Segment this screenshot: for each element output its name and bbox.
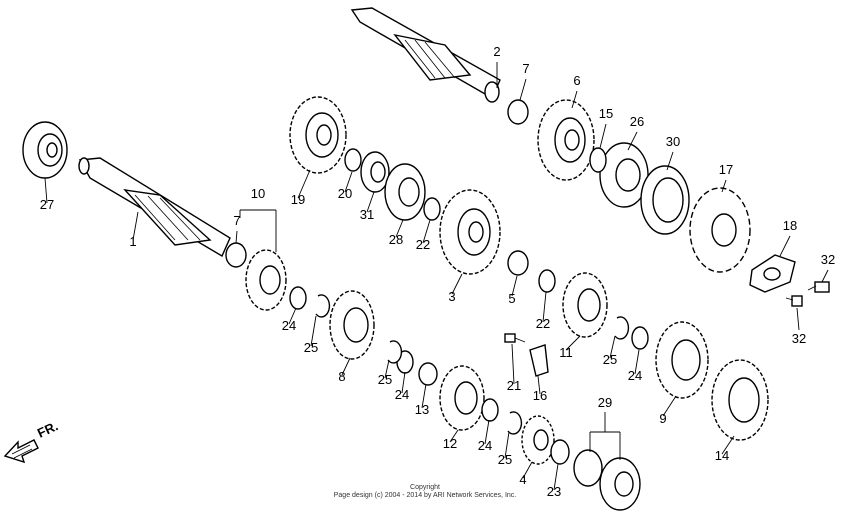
gear-4[interactable] <box>521 415 555 465</box>
callout-24: 24 <box>395 387 409 402</box>
collar-20[interactable] <box>344 148 362 172</box>
bolt-32-lower[interactable] <box>785 295 803 307</box>
gear-11[interactable] <box>562 272 608 338</box>
collar-7-lower[interactable] <box>225 242 247 268</box>
callout-3: 3 <box>448 289 455 304</box>
gear-9[interactable] <box>655 321 709 399</box>
copyright-line-1: Copyright <box>410 484 440 491</box>
front-direction-indicator: FR. <box>3 418 60 464</box>
mainshaft[interactable] <box>78 157 231 258</box>
gear-12[interactable] <box>439 365 485 431</box>
callout-18: 18 <box>783 218 797 233</box>
callout-8: 8 <box>338 369 345 384</box>
oil-seal-30[interactable] <box>640 165 690 235</box>
bearing-26[interactable] <box>599 142 649 208</box>
callout-25: 25 <box>378 372 392 387</box>
callout-25: 25 <box>603 352 617 367</box>
leader-lines <box>44 62 829 491</box>
callout-10: 10 <box>251 186 265 201</box>
washer-22-upper[interactable] <box>423 197 441 221</box>
bushing-13[interactable] <box>418 362 438 386</box>
callout-32: 32 <box>821 252 835 267</box>
callout-23: 23 <box>547 484 561 499</box>
bearing-27[interactable] <box>22 121 68 179</box>
callout-22: 22 <box>416 237 430 252</box>
callout-19: 19 <box>291 192 305 207</box>
callout-27: 27 <box>40 197 54 212</box>
gear-8[interactable] <box>329 290 375 360</box>
front-arrow-icon <box>3 439 39 464</box>
callout-21: 21 <box>507 378 521 393</box>
callout-6: 6 <box>573 73 580 88</box>
callout-22: 22 <box>536 316 550 331</box>
washer-24-a[interactable] <box>289 286 307 310</box>
callout-17: 17 <box>719 162 733 177</box>
bushing-5[interactable] <box>507 250 529 276</box>
callout-24: 24 <box>478 438 492 453</box>
callout-20: 20 <box>338 186 352 201</box>
gear-10[interactable] <box>245 249 287 311</box>
washer-15[interactable] <box>589 147 607 173</box>
washer-24-c[interactable] <box>481 398 499 422</box>
callout-16: 16 <box>533 388 547 403</box>
bolt-32-upper[interactable] <box>807 281 830 293</box>
front-label: FR. <box>35 418 60 440</box>
callout-2: 2 <box>493 44 500 59</box>
bearing-29[interactable] <box>573 449 641 511</box>
gear-6[interactable] <box>537 99 595 181</box>
callout-31: 31 <box>360 207 374 222</box>
circlip-25-c[interactable] <box>507 411 523 435</box>
bearing-31[interactable] <box>360 151 390 193</box>
callout-14: 14 <box>715 448 729 463</box>
callout-24: 24 <box>282 318 296 333</box>
callout-1: 1 <box>129 234 136 249</box>
sprocket-17[interactable] <box>689 187 751 273</box>
washer-22-lower[interactable] <box>538 269 556 293</box>
collar-7-upper[interactable] <box>507 99 529 125</box>
callout-25: 25 <box>498 452 512 467</box>
callout-5: 5 <box>508 291 515 306</box>
washer-23[interactable] <box>550 439 570 465</box>
callout-9: 9 <box>659 411 666 426</box>
callout-15: 15 <box>599 106 613 121</box>
gear-3[interactable] <box>439 189 501 275</box>
bolt-21[interactable] <box>504 333 526 343</box>
callout-32: 32 <box>792 331 806 346</box>
callout-28: 28 <box>389 232 403 247</box>
circlip-25-d[interactable] <box>614 316 630 340</box>
countershaft[interactable] <box>350 7 501 103</box>
callout-25: 25 <box>304 340 318 355</box>
washer-24-d[interactable] <box>631 326 649 350</box>
copyright-line-2: Page design (c) 2004 - 2014 by ARI Netwo… <box>334 492 517 499</box>
callout-7: 7 <box>233 213 240 228</box>
callout-29: 29 <box>598 395 612 410</box>
callout-13: 13 <box>415 402 429 417</box>
callout-7: 7 <box>522 61 529 76</box>
circlip-25-b[interactable] <box>387 340 403 364</box>
callout-12: 12 <box>443 436 457 451</box>
callout-30: 30 <box>666 134 680 149</box>
callout-26: 26 <box>630 114 644 129</box>
stopper-plate-16[interactable] <box>529 344 549 377</box>
bearing-28[interactable] <box>384 163 426 221</box>
callout-11: 11 <box>559 345 573 360</box>
callout-4: 4 <box>519 472 526 487</box>
gear-14[interactable] <box>711 359 769 441</box>
gear-19[interactable] <box>289 96 347 174</box>
circlip-25-a[interactable] <box>315 294 331 318</box>
callout-24: 24 <box>628 368 642 383</box>
